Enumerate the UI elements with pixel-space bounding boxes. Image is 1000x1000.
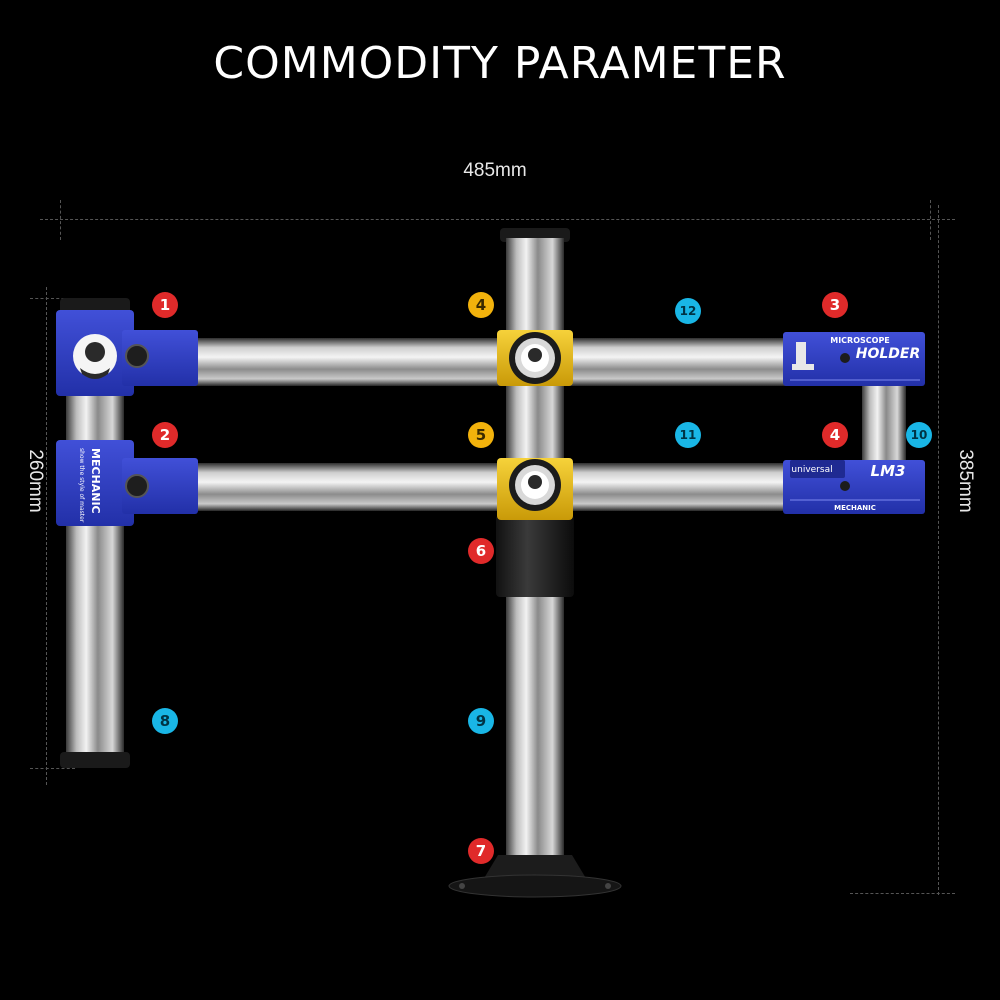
badge-10: 10 (906, 422, 932, 448)
badge-7: 7 (468, 838, 494, 864)
badge-5: 5 (468, 422, 494, 448)
badge-2: 2 (152, 422, 178, 448)
badge-6: 6 (468, 538, 494, 564)
center-clamp-lower (497, 458, 573, 520)
center-clamp-upper (497, 330, 573, 386)
holder-text: HOLDER (856, 346, 921, 362)
microscope-text: MICROSCOPE (830, 336, 890, 345)
badge-9: 9 (468, 708, 494, 734)
universal-text: universal (791, 465, 832, 475)
right-bottom-tick (850, 893, 955, 894)
lm3-text: LM3 (871, 462, 906, 480)
right-clamp-upper (783, 332, 925, 386)
top-dimension-line (40, 219, 955, 220)
badge-12: 12 (675, 298, 701, 324)
upper-rod (190, 338, 790, 386)
badge-8: 8 (152, 708, 178, 734)
right-dimension-line (938, 205, 939, 895)
mechanic-side-text: MECHANIC (89, 448, 102, 514)
left-clamp-lower (56, 440, 198, 526)
badge-4-center: 4 (468, 292, 494, 318)
right-clamp-lower (783, 460, 925, 514)
top-right-tick (930, 200, 931, 240)
mechanic-bottom-text: MECHANIC (834, 504, 876, 512)
left-bottom-tick (30, 768, 75, 769)
top-left-tick (60, 200, 61, 240)
left-top-tick (30, 298, 75, 299)
left-dimension-line (46, 287, 47, 785)
tagline-text: show the style of master (78, 448, 85, 523)
width-dimension-label: 485mm (463, 160, 527, 181)
badge-4-right: 4 (822, 422, 848, 448)
badge-1: 1 (152, 292, 178, 318)
left-clamp-upper (56, 310, 198, 396)
page-title: COMMODITY PARAMETER (213, 38, 787, 89)
badge-3: 3 (822, 292, 848, 318)
right-connector-pole (862, 386, 906, 460)
badge-11: 11 (675, 422, 701, 448)
lower-rod (190, 463, 790, 511)
